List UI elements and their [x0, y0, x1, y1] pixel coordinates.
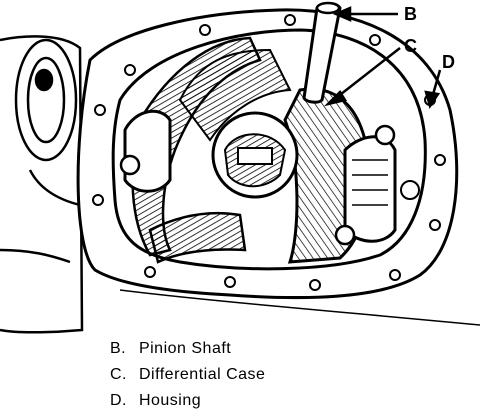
legend-text: Housing	[138, 392, 202, 409]
ring-gear	[131, 36, 292, 264]
callout-b: B	[404, 4, 417, 24]
legend-key: C.	[110, 366, 127, 383]
callout-d: D	[442, 52, 455, 72]
legend-item-differential-case: C. Differential Case	[110, 362, 450, 388]
callout-c: C	[404, 36, 417, 56]
callout-arrows	[324, 6, 442, 109]
legend-text: Differential Case	[138, 366, 266, 383]
pinion-shaft	[302, 1, 342, 104]
cover-bolts	[92, 14, 446, 291]
case-window	[211, 111, 299, 199]
legend-item-housing: D. Housing	[110, 388, 450, 414]
legend-key: D.	[110, 392, 127, 409]
differential-case	[119, 87, 397, 264]
legend-key: B.	[110, 340, 127, 357]
legend: B. Pinion Shaft C. Differential Case D. …	[110, 336, 450, 414]
ground-line	[119, 289, 480, 326]
axle-tube	[0, 35, 84, 334]
legend-item-pinion-shaft: B. Pinion Shaft	[110, 336, 450, 362]
legend-text: Pinion Shaft	[138, 340, 232, 357]
